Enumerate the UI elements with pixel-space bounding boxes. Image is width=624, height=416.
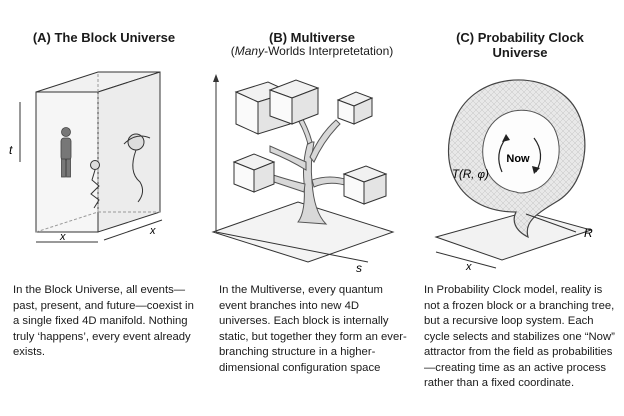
probability-clock-description: In Probability Clock model, reality is n… (424, 284, 615, 389)
subtitle-open-paren: ( (230, 44, 235, 58)
probability-clock-diagram: Now T(R, φ) R x (434, 79, 593, 272)
multiverse-diagram: φ s (211, 74, 395, 272)
function-label: T(R, φ) (452, 169, 489, 181)
x-axis-label-front: x (59, 231, 66, 243)
now-arrowhead-left (502, 134, 510, 142)
t-axis-label: t (9, 143, 13, 157)
subtitle-rest: -Worlds Interpretetation) (264, 44, 394, 58)
block-universe-title: (A) The Block Universe (32, 30, 176, 45)
person-figure (60, 127, 72, 178)
x-axis-label: x (465, 261, 472, 272)
s-axis-label: s (356, 261, 362, 272)
base-plane (434, 211, 593, 261)
x-axis-label-side: x (149, 225, 156, 237)
universe-cube (336, 91, 374, 125)
x-axis (435, 251, 497, 269)
block-side-face (97, 71, 161, 233)
subtitle-italic: Many (234, 44, 265, 58)
block-universe-panel: (A) The Block Universe (0, 0, 208, 416)
now-label: Now (506, 153, 530, 165)
multiverse-panel: (B) Multiverse (Many-Worlds Interpreteta… (208, 0, 416, 416)
universe-cube (232, 153, 276, 193)
multiverse-description: In the Multiverse, every quantum event b… (219, 284, 407, 374)
planet-figure (123, 133, 151, 203)
multiverse-title: (B) Multiverse (269, 30, 355, 45)
event-worldline (90, 160, 100, 209)
now-arrowhead-right (532, 166, 540, 174)
probability-clock-title: (C) Probability Clock Universe (416, 30, 624, 60)
title-line-1: (C) Probability Clock (456, 30, 584, 45)
title-line-2: Universe (492, 45, 548, 60)
universe-cube (268, 79, 320, 125)
multiverse-subtitle: (Many-Worlds Interpretetation) (208, 44, 416, 58)
r-axis (525, 213, 577, 233)
block-universe-description: In the Block Universe, all events—past, … (13, 284, 194, 358)
block-universe-diagram: t x x (9, 71, 163, 243)
loop-inner-hole (482, 109, 560, 194)
universe-cube (342, 165, 388, 205)
block-hidden-edge (35, 211, 99, 233)
configuration-plane (211, 201, 395, 263)
probability-clock-panel: (C) Probability Clock Universe Now T(R, … (416, 0, 624, 416)
x-axis-side (103, 219, 163, 241)
r-axis-label: R (584, 226, 593, 240)
s-axis (215, 231, 369, 263)
phi-axis-arrow (213, 74, 219, 82)
